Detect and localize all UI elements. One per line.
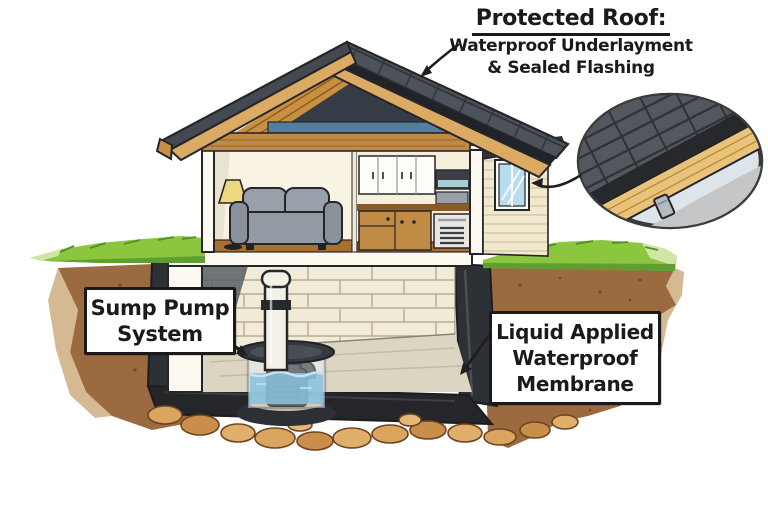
- countertop-appliance: [435, 191, 469, 205]
- protected-roof-heading: Protected Roof:: [471, 6, 671, 37]
- arrow-to-membrane: [465, 330, 494, 367]
- membrane-label-line1: Liquid Applied: [496, 320, 654, 344]
- roof: [155, 40, 570, 179]
- left-wall-cut: [201, 147, 215, 253]
- right-wall-cut: [469, 149, 484, 255]
- range-hood: [435, 169, 471, 190]
- lower-cabinets: [358, 210, 432, 251]
- eave-tip: [155, 137, 174, 161]
- protected-roof-line1: Waterproof Underlayment: [449, 36, 693, 57]
- protected-roof-label: Protected Roof: Waterproof Underlayment …: [446, 6, 696, 79]
- sump-pump-label-box: Sump Pump System: [84, 287, 236, 355]
- window: [494, 159, 530, 211]
- membrane-label-line3: Membrane: [516, 372, 634, 396]
- sump-pump-system: [236, 269, 336, 426]
- roof-detail-magnifier: [576, 92, 764, 230]
- discharge-pipe: [260, 269, 292, 372]
- protected-roof-line2: & Sealed Flashing: [487, 57, 655, 78]
- countertop: [357, 204, 470, 211]
- attic-moisture-barrier: [267, 121, 455, 134]
- attic-floor: [201, 132, 471, 152]
- oven: [433, 213, 471, 249]
- roof-underlayment: [334, 58, 556, 165]
- sump-water: [249, 370, 324, 404]
- grass-left: [30, 236, 205, 263]
- detail-flashing-clip: [653, 193, 676, 220]
- sofa: [229, 187, 343, 250]
- sump-label-line2: System: [117, 322, 203, 346]
- sump-label-line1: Sump Pump: [90, 295, 230, 320]
- roof-fascia-left: [168, 50, 358, 162]
- upper-cabinets: [358, 155, 436, 195]
- membrane-label-box: Liquid Applied Waterproof Membrane: [489, 311, 661, 405]
- membrane-label-line2: Waterproof: [512, 346, 638, 370]
